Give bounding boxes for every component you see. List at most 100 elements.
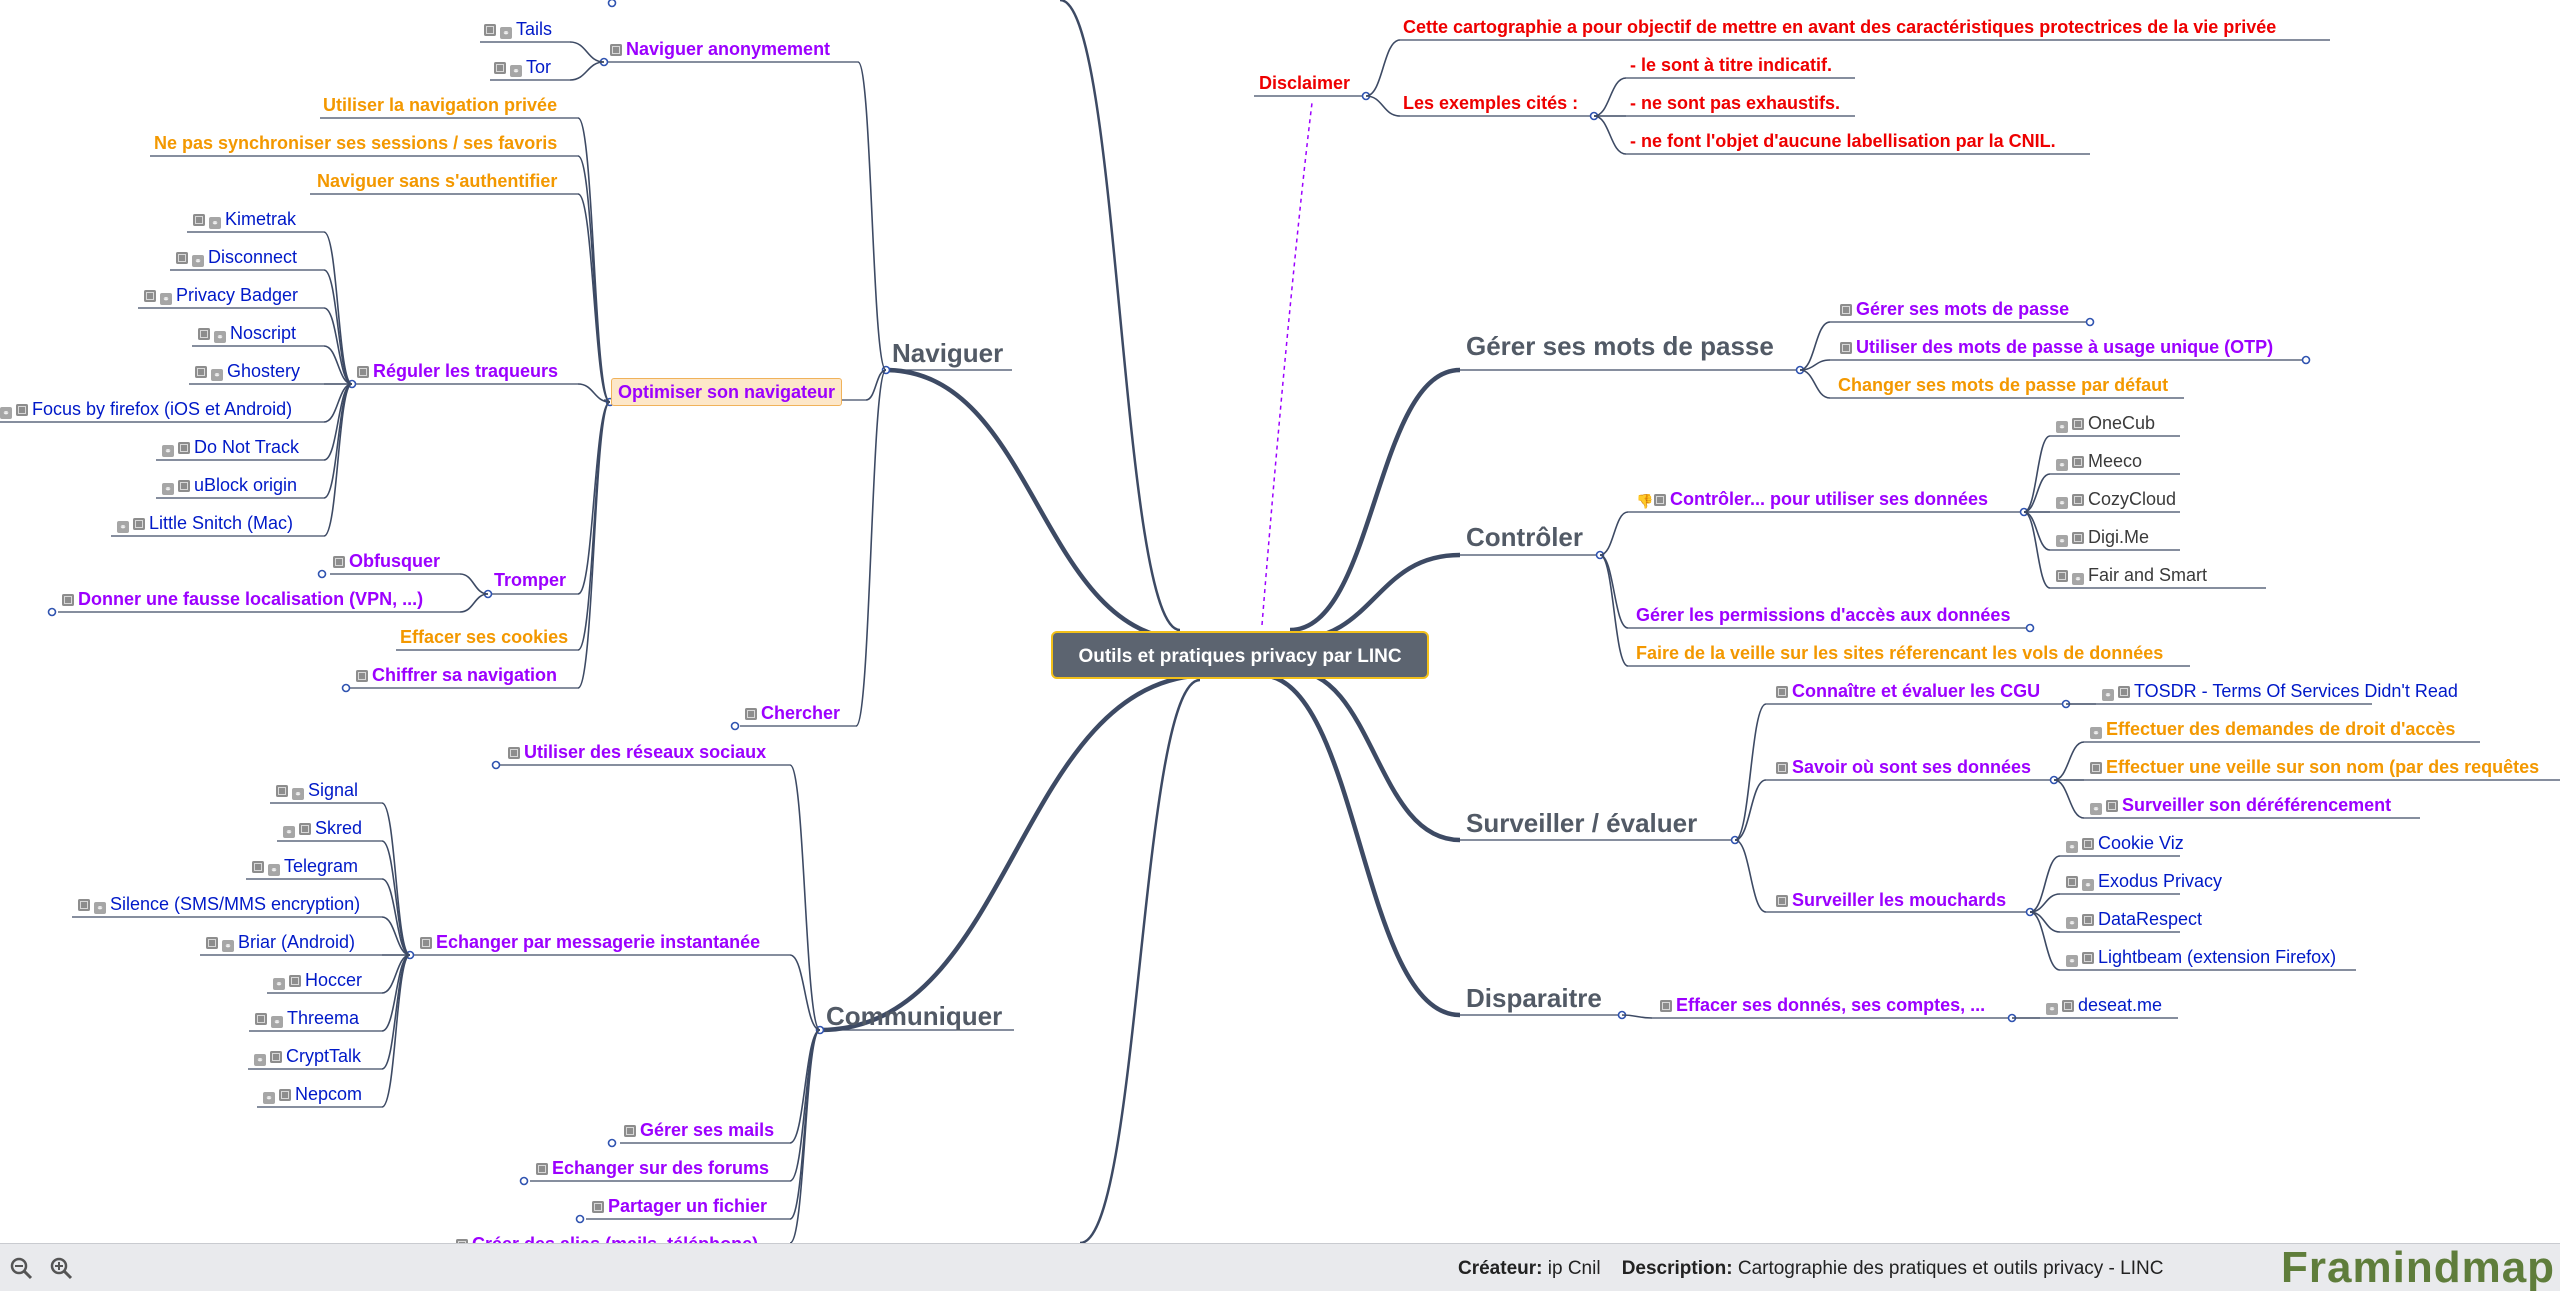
tracker-tool[interactable]: ⚭Ghostery xyxy=(195,362,300,381)
controle-tool[interactable]: ⚭Fair and Smart xyxy=(2056,566,2207,585)
collapse-handle[interactable] xyxy=(491,760,501,770)
node-gerer-mots-de-passe[interactable]: Gérer ses mots de passe xyxy=(1840,300,2069,318)
branch-communiquer[interactable]: Communiquer xyxy=(826,1001,1003,1031)
node-tor[interactable]: ⚭Tor xyxy=(494,58,551,77)
framindmap-logo[interactable]: Framindmap xyxy=(2281,1243,2556,1292)
node-mouchards[interactable]: Surveiller les mouchards xyxy=(1776,891,2006,909)
node-chercher[interactable]: Chercher xyxy=(745,704,840,722)
mindmap-canvas[interactable]: Outils et pratiques privacy par LINC Nav… xyxy=(0,0,2560,1243)
tracker-tool[interactable]: ⚭Focus by firefox (iOS et Android) xyxy=(0,400,292,419)
tracker-tool[interactable]: ⚭Kimetrak xyxy=(193,210,296,229)
tracker-tool[interactable]: ⚭Privacy Badger xyxy=(144,286,298,305)
mouchard-tool[interactable]: ⚭Lightbeam (extension Firefox) xyxy=(2066,948,2336,967)
messagerie-app[interactable]: ⚭Silence (SMS/MMS encryption) xyxy=(78,895,360,914)
node-partager-fichier[interactable]: Partager un fichier xyxy=(592,1197,767,1215)
disclaimer-item[interactable]: - le sont à titre indicatif. xyxy=(1630,55,1833,75)
messagerie-app[interactable]: ⚭Hoccer xyxy=(273,971,362,990)
node-droit-acces[interactable]: ⚭Effectuer des demandes de droit d'accès xyxy=(2090,720,2455,739)
collapse-handle[interactable] xyxy=(2085,317,2095,327)
branch-disparaitre[interactable]: Disparaitre xyxy=(1466,983,1602,1013)
collapse-handle[interactable] xyxy=(607,0,617,8)
tracker-tool[interactable]: ⚭uBlock origin xyxy=(162,476,297,495)
node-cgu[interactable]: Connaître et évaluer les CGU xyxy=(1776,682,2040,700)
node-obfusquer[interactable]: Obfusquer xyxy=(333,552,440,570)
branch-surveiller[interactable]: Surveiller / évaluer xyxy=(1466,808,1698,838)
link-icon: ⚭ xyxy=(214,331,226,343)
disclaimer-item[interactable]: - ne font l'objet d'aucune labellisation… xyxy=(1630,131,2056,151)
node-veille-vols[interactable]: Faire de la veille sur les sites réferen… xyxy=(1636,643,2164,663)
controle-tool[interactable]: ⚭Digi.Me xyxy=(2056,528,2149,547)
tracker-tool[interactable]: ⚭Do Not Track xyxy=(162,438,299,457)
node-effacer-cookies[interactable]: Effacer ses cookies xyxy=(400,627,569,647)
node-otp[interactable]: Utiliser des mots de passe à usage uniqu… xyxy=(1840,338,2273,356)
branch-controler[interactable]: Contrôler xyxy=(1466,522,1583,552)
messagerie-app[interactable]: ⚭Threema xyxy=(255,1009,359,1028)
node-alias[interactable]: Créer des alias (mails, téléphone) xyxy=(456,1235,758,1243)
node-deseat[interactable]: ⚭deseat.me xyxy=(2046,996,2162,1015)
node-tosdr[interactable]: ⚭TOSDR - Terms Of Services Didn't Read xyxy=(2102,682,2458,701)
controle-tool[interactable]: ⚭CozyCloud xyxy=(2056,490,2176,509)
collapse-handle[interactable] xyxy=(341,683,351,693)
node-chiffrer-navigation[interactable]: Chiffrer sa navigation xyxy=(356,666,557,684)
mouchard-tool[interactable]: ⚭Exodus Privacy xyxy=(2066,872,2222,891)
tracker-tool[interactable]: ⚭Little Snitch (Mac) xyxy=(117,514,293,533)
node-label: Effectuer une veille sur son nom (par de… xyxy=(2106,757,2540,777)
node-mots-de-passe-defaut[interactable]: Changer ses mots de passe par défaut xyxy=(1838,375,2169,395)
disclaimer-item[interactable]: - ne sont pas exhaustifs. xyxy=(1630,93,1841,113)
collapse-handle[interactable] xyxy=(47,607,57,617)
node-dereferencement[interactable]: ⚭Surveiller son déréférencement xyxy=(2090,796,2391,815)
collapse-handle[interactable] xyxy=(2301,355,2311,365)
disclaimer-objectif[interactable]: Cette cartographie a pour objectif de me… xyxy=(1403,17,2277,37)
note-icon xyxy=(2082,838,2094,850)
collapse-handle[interactable] xyxy=(607,1138,617,1148)
node-pas-synchroniser[interactable]: Ne pas synchroniser ses sessions / ses f… xyxy=(154,133,558,153)
messagerie-app[interactable]: ⚭Skred xyxy=(283,819,362,838)
node-fausse-localisation[interactable]: Donner une fausse localisation (VPN, ...… xyxy=(62,590,423,608)
node-forums[interactable]: Echanger sur des forums xyxy=(536,1159,769,1177)
node-veille-nom[interactable]: Effectuer une veille sur son nom (par de… xyxy=(2090,758,2539,776)
collapse-handle[interactable] xyxy=(317,569,327,579)
edge-connector xyxy=(789,1029,821,1182)
collapse-handle[interactable] xyxy=(519,1176,529,1186)
mouchard-tool[interactable]: ⚭Cookie Viz xyxy=(2066,834,2184,853)
tracker-tool[interactable]: ⚭Disconnect xyxy=(176,248,297,267)
node-label: Skred xyxy=(315,818,363,838)
node-naviguer-anonyme[interactable]: Naviguer anonymement xyxy=(610,40,830,58)
node-sans-authentifier[interactable]: Naviguer sans s'authentifier xyxy=(317,171,558,191)
messagerie-app[interactable]: ⚭Briar (Android) xyxy=(206,933,355,952)
collapse-handle[interactable] xyxy=(2025,623,2035,633)
central-topic[interactable]: Outils et pratiques privacy par LINC xyxy=(1051,631,1429,679)
disclaimer-node[interactable]: Disclaimer xyxy=(1259,73,1351,93)
messagerie-app[interactable]: ⚭Telegram xyxy=(252,857,358,876)
tracker-tool[interactable]: ⚭Noscript xyxy=(198,324,296,343)
node-controler-utiliser[interactable]: 👎Contrôler... pour utiliser ses données xyxy=(1636,490,1988,508)
messagerie-app[interactable]: ⚭Nepcom xyxy=(263,1085,362,1104)
thumbs-icon: 👎 xyxy=(1636,493,1654,509)
node-effacer-donnees[interactable]: Effacer ses donnés, ses comptes, ... xyxy=(1660,996,1985,1014)
messagerie-app[interactable]: ⚭CryptTalk xyxy=(254,1047,361,1066)
zoom-in-icon[interactable] xyxy=(48,1255,74,1281)
node-optimiser-navigateur[interactable]: Optimiser son navigateur xyxy=(611,378,843,406)
node-reguler-traqueurs[interactable]: Réguler les traqueurs xyxy=(357,362,558,380)
node-navigation-privee[interactable]: Utiliser la navigation privée xyxy=(323,95,558,115)
messagerie-app[interactable]: ⚭Signal xyxy=(276,781,358,800)
node-gerer-permissions[interactable]: Gérer les permissions d'accès aux donnée… xyxy=(1636,605,2011,625)
disclaimer-exemples[interactable]: Les exemples cités : xyxy=(1403,93,1579,113)
node-ou-sont-donnees[interactable]: Savoir où sont ses données xyxy=(1776,758,2031,776)
controle-tool[interactable]: ⚭OneCub xyxy=(2056,414,2155,433)
controle-tool[interactable]: ⚭Meeco xyxy=(2056,452,2142,471)
zoom-out-icon[interactable] xyxy=(8,1255,34,1281)
node-messagerie[interactable]: Echanger par messagerie instantanée xyxy=(420,933,760,951)
collapse-handle[interactable] xyxy=(730,721,740,731)
node-tromper[interactable]: Tromper xyxy=(494,570,567,590)
edge-connector xyxy=(865,369,887,401)
collapse-handle[interactable] xyxy=(575,1214,585,1224)
node-tails[interactable]: ⚭Tails xyxy=(484,20,552,39)
node-reseaux-sociaux[interactable]: Utiliser des réseaux sociaux xyxy=(508,743,766,761)
mouchard-tool[interactable]: ⚭DataRespect xyxy=(2066,910,2202,929)
branch-naviguer[interactable]: Naviguer xyxy=(892,338,1004,368)
node-gerer-mails[interactable]: Gérer ses mails xyxy=(624,1121,774,1139)
map-metadata: Créateur: ip Cnil Description: Cartograp… xyxy=(1458,1258,2163,1280)
edge-connector xyxy=(1734,839,1767,913)
branch-gerer-mots-de-passe[interactable]: Gérer ses mots de passe xyxy=(1466,331,1774,361)
